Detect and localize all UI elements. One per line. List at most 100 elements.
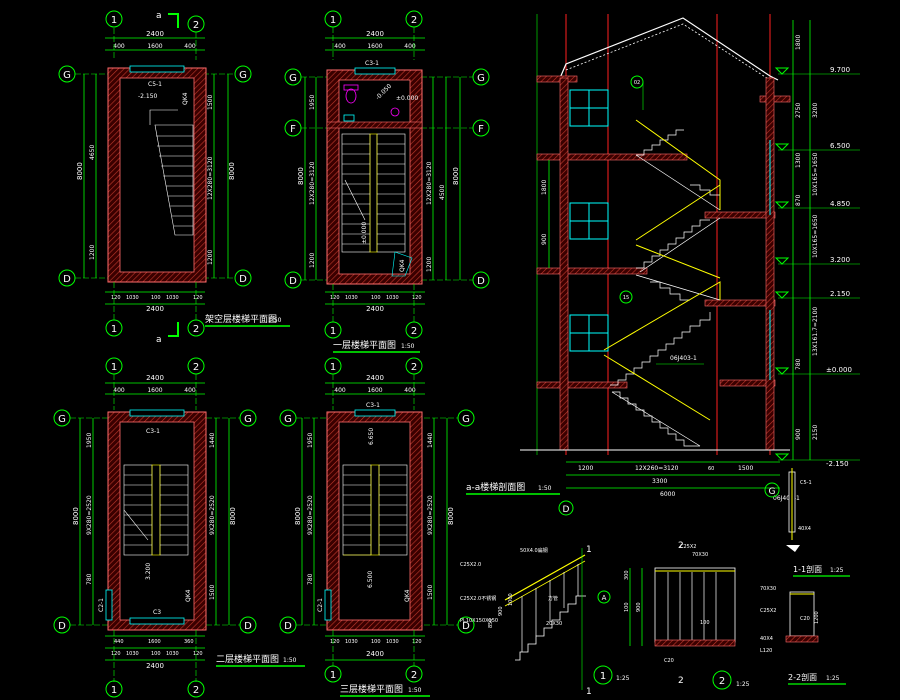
svg-text:10X165=1650: 10X165=1650 [812, 214, 819, 258]
axis-1-bottom: 1 [105, 319, 123, 337]
svg-text:8000: 8000 [297, 167, 305, 185]
stair-flight [149, 109, 194, 236]
svg-text:A: A [602, 594, 607, 602]
svg-text:1000: 1000 [508, 593, 514, 606]
svg-text:6.500: 6.500 [830, 142, 850, 150]
svg-text:1: 1 [586, 687, 592, 697]
svg-text:10X165=1650: 10X165=1650 [812, 152, 819, 196]
svg-text:G: G [239, 70, 247, 81]
svg-text:-2.150: -2.150 [138, 93, 158, 100]
axis-2-top: 2 [187, 357, 205, 375]
svg-text:1030: 1030 [166, 651, 179, 657]
window [354, 67, 396, 75]
plan-title: 三层楼梯平面图 [340, 683, 403, 695]
section-stairs [610, 129, 721, 447]
svg-text:L120: L120 [760, 648, 772, 654]
svg-text:1030: 1030 [126, 651, 139, 657]
svg-text:1440: 1440 [209, 433, 216, 448]
svg-text:1600: 1600 [147, 43, 162, 50]
svg-text:C3-1: C3-1 [146, 428, 160, 435]
svg-text:2-2剖面: 2-2剖面 [788, 672, 817, 682]
svg-text:2: 2 [678, 541, 684, 551]
svg-text:C3: C3 [153, 609, 161, 616]
svg-text:1: 1 [330, 362, 336, 373]
svg-text:1: 1 [330, 15, 336, 26]
axis-G-left: G [279, 409, 297, 427]
svg-text:G: G [284, 414, 292, 425]
detail-handrail-1: 1 1 50X4.0扁钢 C25X2.0 C25X2.0不锈钢 方管 20X30… [460, 545, 630, 697]
svg-text:1200: 1200 [89, 245, 96, 260]
svg-text:QK4: QK4 [182, 92, 189, 105]
svg-text:1:50: 1:50 [408, 687, 422, 694]
svg-text:C20: C20 [800, 616, 810, 622]
axis-G-right: G [472, 68, 490, 86]
svg-text:1200: 1200 [207, 250, 214, 265]
axis-D-left: D [58, 269, 76, 287]
svg-text:D: D [63, 274, 71, 285]
svg-text:780: 780 [86, 573, 93, 585]
svg-text:400: 400 [404, 387, 416, 394]
axis-D-right: D [239, 616, 257, 634]
svg-text:G: G [477, 73, 485, 84]
svg-text:120: 120 [412, 295, 422, 301]
svg-text:±0.000: ±0.000 [361, 222, 368, 244]
svg-text:1500: 1500 [738, 465, 753, 472]
svg-text:8000: 8000 [229, 507, 237, 525]
svg-text:50X4.0扁钢: 50X4.0扁钢 [520, 547, 548, 554]
svg-text:C25X2: C25X2 [760, 608, 776, 614]
svg-text:1500: 1500 [209, 585, 216, 600]
svg-text:1:25: 1:25 [826, 675, 840, 682]
svg-text:440: 440 [114, 639, 124, 645]
svg-text:1030: 1030 [345, 295, 358, 301]
svg-text:QK4: QK4 [404, 589, 411, 602]
svg-text:C3-1: C3-1 [365, 60, 379, 67]
svg-text:400: 400 [113, 387, 125, 394]
svg-text:40X4: 40X4 [798, 526, 811, 532]
svg-text:D: D [289, 276, 297, 287]
svg-text:120: 120 [111, 651, 121, 657]
axis-1-top: 1 [105, 357, 123, 375]
section-aa: 9.700 6.500 4.850 3.200 2.150 ±0.000 -2.… [466, 14, 860, 516]
svg-text:6.500: 6.500 [367, 571, 374, 588]
svg-text:9X280=2520: 9X280=2520 [86, 495, 93, 535]
svg-text:1:50: 1:50 [268, 317, 282, 324]
svg-text:1440: 1440 [427, 433, 434, 448]
svg-text:QK4: QK4 [399, 259, 406, 272]
svg-text:400: 400 [184, 43, 196, 50]
svg-text:2: 2 [411, 326, 417, 337]
svg-text:2: 2 [719, 676, 725, 687]
svg-text:8000: 8000 [72, 507, 80, 525]
svg-text:-2.150: -2.150 [826, 460, 849, 468]
svg-text:D: D [239, 274, 247, 285]
svg-text:8000: 8000 [294, 507, 302, 525]
axis-G-bottom: G [764, 482, 780, 498]
svg-text:1030: 1030 [126, 295, 139, 301]
svg-text:PL10X150X150: PL10X150X150 [460, 618, 498, 624]
svg-text:2: 2 [193, 362, 199, 373]
callout-02: 02 [630, 75, 644, 89]
section-handrail [603, 119, 721, 421]
svg-text:9X280=2520: 9X280=2520 [209, 495, 216, 535]
svg-text:9X280=2520: 9X280=2520 [307, 495, 314, 535]
svg-text:8000: 8000 [228, 162, 236, 180]
axis-2-bottom: 2 [405, 665, 423, 683]
axis-1-bottom: 1 [324, 665, 342, 683]
svg-text:70X30: 70X30 [760, 586, 776, 592]
svg-text:1600: 1600 [147, 387, 162, 394]
svg-text:1:25: 1:25 [830, 567, 844, 574]
svg-text:2400: 2400 [146, 374, 164, 382]
svg-text:4650: 4650 [89, 145, 96, 160]
svg-text:900: 900 [636, 602, 642, 612]
svg-text:C20: C20 [664, 658, 674, 664]
stair-flight [123, 464, 189, 556]
svg-text:D: D [284, 621, 292, 632]
svg-text:1200: 1200 [309, 253, 316, 268]
svg-text:1:50: 1:50 [538, 485, 552, 492]
svg-text:C5-1: C5-1 [800, 480, 812, 486]
axis-G-left: G [284, 68, 302, 86]
svg-text:D: D [462, 621, 470, 632]
svg-text:120: 120 [193, 295, 203, 301]
axis-1-bottom: 1 [105, 680, 123, 698]
svg-text:1030: 1030 [386, 295, 399, 301]
